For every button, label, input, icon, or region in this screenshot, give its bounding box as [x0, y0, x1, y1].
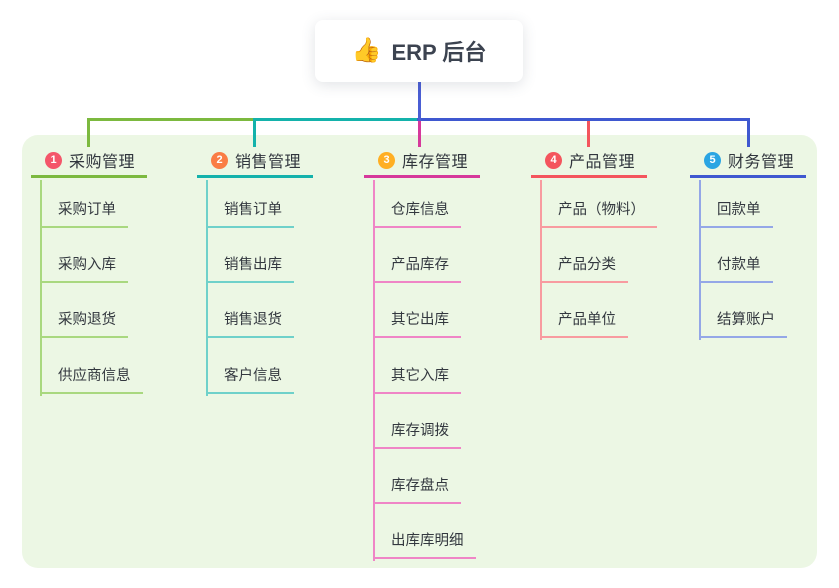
thumbs-up-icon: 👍 — [351, 37, 382, 64]
child-node-label: 采购退货 — [58, 312, 116, 328]
child-node-label: 回款单 — [717, 202, 761, 218]
child-node-label: 采购入库 — [58, 257, 116, 273]
branch-children-spine — [373, 180, 375, 561]
child-node[interactable]: 采购退货 — [40, 306, 128, 338]
branch-drop-line — [418, 121, 421, 147]
child-node-label: 产品分类 — [558, 257, 616, 273]
branch-children-spine — [540, 180, 542, 340]
child-node[interactable]: 销售出库 — [206, 251, 294, 283]
child-node-label: 付款单 — [717, 257, 761, 273]
branch-drop-line — [87, 118, 90, 147]
branch-number-badge: 3 — [378, 151, 395, 169]
branch-bus-line-2 — [253, 118, 420, 121]
child-node-label: 库存调拨 — [391, 423, 449, 439]
child-node[interactable]: 结算账户 — [699, 306, 787, 338]
branches-panel-background — [22, 135, 817, 568]
root-connector-line — [418, 82, 421, 121]
child-node-label: 产品单位 — [558, 312, 616, 328]
branch-label: 财务管理 — [728, 154, 795, 171]
child-node[interactable]: 销售订单 — [206, 196, 294, 228]
branch-children-spine — [699, 180, 701, 340]
child-node-label: 销售退货 — [224, 312, 282, 328]
child-node[interactable]: 产品分类 — [540, 251, 628, 283]
child-node[interactable]: 销售退货 — [206, 306, 294, 338]
branch-bus-line-5 — [417, 118, 750, 121]
branch-number-badge: 1 — [45, 151, 62, 169]
child-node-label: 采购订单 — [58, 202, 116, 218]
child-node-label: 销售出库 — [224, 257, 282, 273]
branch-header-3[interactable]: 3 库存管理 — [364, 145, 480, 178]
branch-label: 库存管理 — [402, 154, 469, 171]
branch-drop-line — [587, 121, 590, 147]
child-node[interactable]: 采购订单 — [40, 196, 128, 228]
child-node[interactable]: 采购入库 — [40, 251, 128, 283]
child-node[interactable]: 回款单 — [699, 196, 773, 228]
child-node-label: 客户信息 — [224, 368, 282, 384]
child-node-label: 销售订单 — [224, 202, 282, 218]
branch-header-1[interactable]: 1 采购管理 — [31, 145, 147, 178]
branch-header-5[interactable]: 5 财务管理 — [690, 145, 806, 178]
child-node[interactable]: 其它入库 — [373, 362, 461, 394]
child-node-label: 其它入库 — [391, 368, 449, 384]
child-node[interactable]: 付款单 — [699, 251, 773, 283]
branch-drop-line — [747, 118, 750, 147]
child-node[interactable]: 客户信息 — [206, 362, 294, 394]
branch-label: 产品管理 — [569, 154, 636, 171]
child-node-label: 仓库信息 — [391, 202, 449, 218]
child-node-label: 产品（物料） — [558, 202, 645, 218]
root-label: ERP 后台 — [391, 40, 487, 65]
child-node[interactable]: 其它出库 — [373, 306, 461, 338]
child-node-label: 库存盘点 — [391, 478, 449, 494]
branch-drop-line — [253, 118, 256, 147]
child-node[interactable]: 产品单位 — [540, 306, 628, 338]
branch-label: 销售管理 — [235, 154, 302, 171]
branch-label: 采购管理 — [69, 154, 136, 171]
branch-children-spine — [206, 180, 208, 396]
branch-number-badge: 2 — [211, 151, 228, 169]
child-node[interactable]: 产品（物料） — [540, 196, 657, 228]
branch-header-4[interactable]: 4 产品管理 — [531, 145, 647, 178]
child-node-label: 其它出库 — [391, 312, 449, 328]
child-node-label: 供应商信息 — [58, 368, 131, 384]
child-node-label: 结算账户 — [717, 312, 775, 328]
child-node[interactable]: 库存盘点 — [373, 472, 461, 504]
child-node-label: 产品库存 — [391, 257, 449, 273]
branch-children-spine — [40, 180, 42, 396]
root-node[interactable]: 👍 ERP 后台 — [315, 20, 523, 82]
branch-number-badge: 4 — [545, 151, 562, 169]
child-node[interactable]: 仓库信息 — [373, 196, 461, 228]
child-node[interactable]: 出库库明细 — [373, 527, 476, 559]
child-node-label: 出库库明细 — [391, 533, 464, 549]
child-node[interactable]: 产品库存 — [373, 251, 461, 283]
child-node[interactable]: 库存调拨 — [373, 417, 461, 449]
branch-header-2[interactable]: 2 销售管理 — [197, 145, 313, 178]
branch-number-badge: 5 — [704, 151, 721, 169]
child-node[interactable]: 供应商信息 — [40, 362, 143, 394]
